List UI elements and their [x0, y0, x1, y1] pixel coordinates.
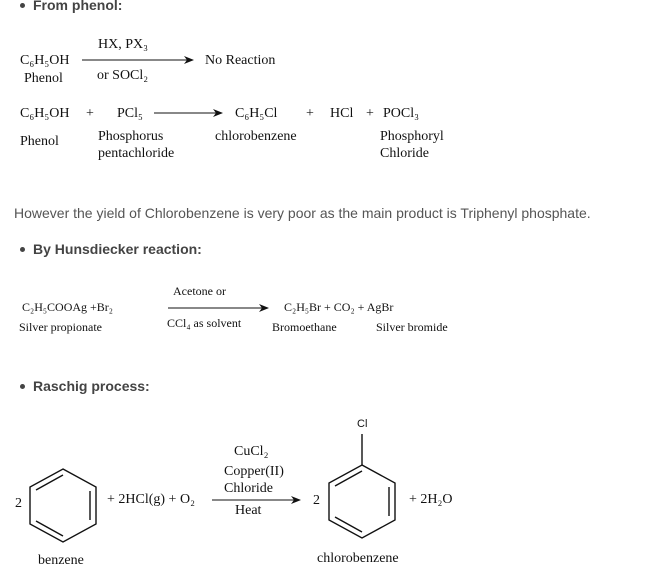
r2-plus-2: +	[306, 106, 314, 121]
r2-reactant-pcl5: PCl₅	[117, 106, 143, 121]
r3-reactant-name: Silver propionate	[19, 320, 102, 334]
r4-coefficient-chlorobenzene: 2	[313, 493, 320, 508]
r4-condition-cucl2: CuCl₂	[234, 444, 269, 459]
yield-note: However the yield of Chlorobenzene is ve…	[14, 205, 591, 221]
r2-name-phosphoryl: Phosphoryl	[380, 129, 444, 144]
benzene-ring	[29, 468, 97, 543]
r1-condition-above: HX, PX₃	[98, 37, 148, 52]
r2-name-pentachloride: pentachloride	[98, 146, 175, 161]
r1-product: No Reaction	[205, 53, 276, 68]
r3-products: C₂H₅Br + CO₂ + AgBr	[284, 300, 394, 314]
r3-name-bromoethane: Bromoethane	[272, 320, 337, 334]
r4-chlorine-label: Cl	[357, 418, 368, 430]
r3-condition-below: CCl₄ as solvent	[167, 316, 242, 330]
r3-name-silver-bromide: Silver bromide	[376, 320, 448, 334]
r2-reactant-phenol: C₆H₅OH	[20, 106, 70, 121]
r3-reactants: C₂H₅COOAg +Br₂	[22, 300, 113, 314]
r4-coefficient-benzene: 2	[15, 496, 22, 511]
r4-condition-copper: Copper(II)	[224, 464, 284, 479]
heading-from-phenol: From phenol:	[19, 0, 122, 13]
r1-reactant-name: Phenol	[24, 71, 63, 86]
r2-name-phosphorus: Phosphorus	[98, 129, 164, 144]
heading-raschig: Raschig process:	[20, 378, 150, 394]
r2-product-chlorobenzene: C₆H₅Cl	[235, 106, 278, 121]
r4-reagents: + 2HCl(g) + O₂	[107, 492, 195, 507]
r2-plus-3: +	[366, 106, 374, 121]
r4-name-benzene: benzene	[38, 553, 84, 568]
r2-name-chlorobenzene: chlorobenzene	[215, 129, 297, 144]
r4-name-chlorobenzene: chlorobenzene	[317, 551, 399, 566]
r1-reactant: C₆H₅OH	[20, 53, 70, 68]
r2-product-hcl: HCl	[330, 106, 354, 121]
chlorobenzene-ring	[328, 434, 396, 539]
r4-condition-chloride: Chloride	[224, 481, 273, 496]
r4-condition-heat: Heat	[235, 503, 262, 518]
r2-name-phenol: Phenol	[20, 134, 59, 149]
r1-condition-below: or SOCl₂	[97, 68, 149, 83]
r2-product-pocl3: POCl₃	[383, 106, 420, 121]
r4-water: + 2H₂O	[409, 492, 453, 507]
heading-hunsdiecker: By Hunsdiecker reaction:	[20, 241, 202, 257]
r3-condition-above: Acetone or	[173, 284, 226, 298]
r2-name-chloride: Chloride	[380, 146, 429, 161]
r2-plus-1: +	[86, 106, 94, 121]
